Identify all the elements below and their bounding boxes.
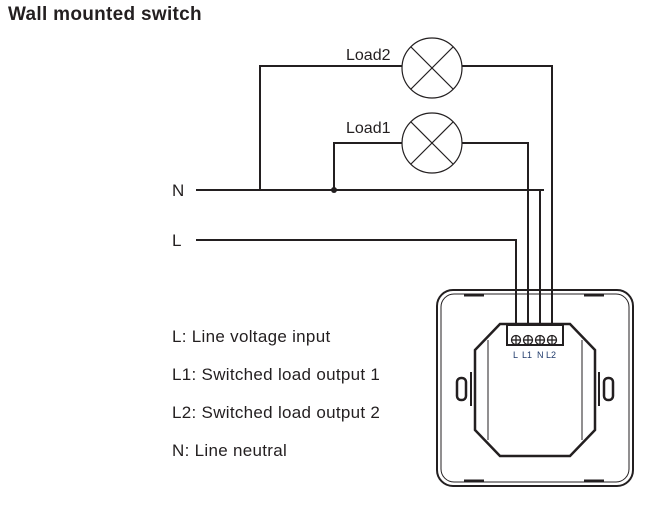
- terminal-label-n: N: [537, 350, 544, 360]
- load2-label: Load2: [346, 47, 391, 64]
- legend-item-l1: L1: Switched load output 1: [172, 365, 381, 384]
- legend-item-n: N: Line neutral: [172, 441, 288, 460]
- load1-switched-wire: [462, 142, 529, 325]
- terminal-label-l1: L1: [522, 350, 532, 360]
- load1-lamp-icon: [401, 112, 463, 174]
- load2-lamp-icon: [401, 37, 463, 99]
- legend-item-l2: L2: Switched load output 2: [172, 403, 381, 422]
- diagram-title: Wall mounted switch: [8, 4, 202, 25]
- live-label: L: [172, 231, 181, 250]
- live-wire: [196, 239, 517, 325]
- load1-label: Load1: [346, 120, 391, 137]
- load1-neutral-wire: [333, 142, 402, 190]
- terminal-label-l2: L2: [546, 350, 556, 360]
- load2-neutral-wire: [259, 65, 402, 190]
- load2-switched-wire: [462, 65, 553, 325]
- legend-item-l: L: Line voltage input: [172, 327, 331, 346]
- neutral-junction: [331, 187, 337, 193]
- terminal-label-l: L: [513, 350, 518, 360]
- switch-plate-icon: [436, 289, 634, 487]
- neutral-label: N: [172, 181, 184, 200]
